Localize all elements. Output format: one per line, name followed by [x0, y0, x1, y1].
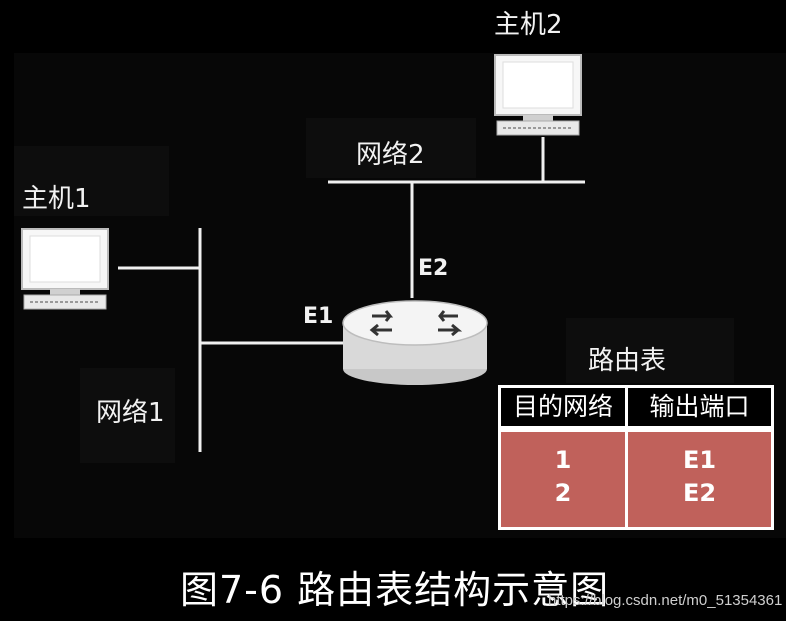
router-icon [342, 300, 488, 385]
network1-label-panel [80, 368, 175, 463]
port-e1-label: E1 [303, 304, 334, 329]
table-cell-dest-1: 1 [554, 446, 572, 474]
port-e2-label: E2 [418, 256, 449, 281]
table-cell-port-1: E1 [682, 446, 717, 474]
network2-label-panel [306, 118, 476, 178]
table-cell-dest-2: 2 [554, 479, 572, 507]
routing-table-title-panel [566, 318, 734, 383]
host2-label: 主机2 [494, 10, 563, 40]
table-column-output-port: E1 E2 [628, 432, 771, 527]
network2-label: 网络2 [356, 140, 425, 170]
table-header-destination: 目的网络 [501, 388, 625, 426]
network1-label: 网络1 [96, 398, 165, 428]
host1-label: 主机1 [22, 184, 91, 214]
table-cell-port-2: E2 [682, 479, 717, 507]
host1-computer-icon [21, 228, 109, 310]
table-column-destination: 1 2 [501, 432, 625, 527]
host1-label-panel [14, 146, 169, 216]
host2-computer-icon [494, 54, 582, 136]
table-header-output-port: 输出端口 [628, 388, 771, 426]
routing-table: 目的网络 输出端口 1 2 E1 E2 [498, 385, 774, 530]
routing-table-title: 路由表 [588, 346, 667, 376]
watermark-url[interactable]: https://blog.csdn.net/m0_51354361 [548, 592, 783, 609]
figure-caption: 图7-6 路由表结构示意图 [180, 568, 610, 612]
